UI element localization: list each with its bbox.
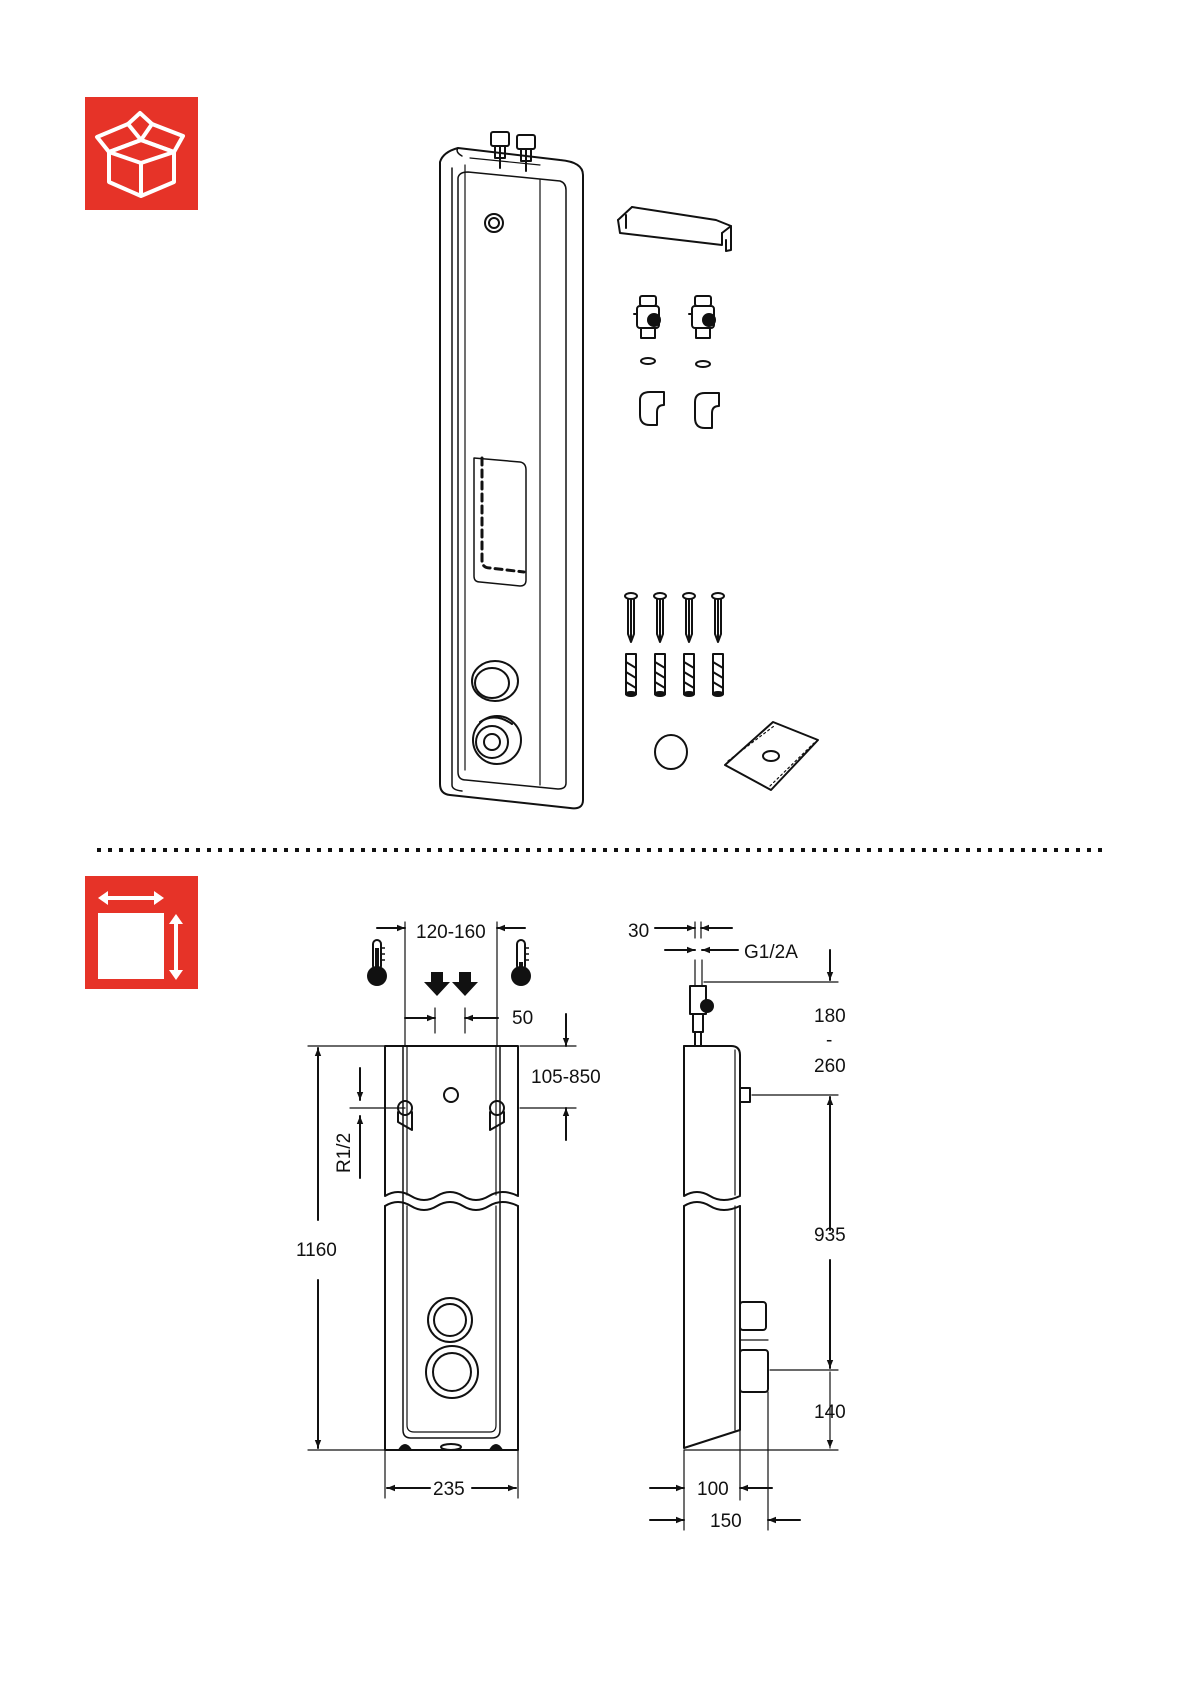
open-box-icon — [85, 97, 198, 210]
dim-upper: 935 — [814, 1225, 846, 1246]
stop-valves — [634, 296, 719, 428]
dimensions-icon — [85, 876, 198, 989]
dim-inlet-offset: 50 — [512, 1008, 533, 1029]
dim-depth: 100 — [697, 1479, 729, 1500]
cover-cap — [655, 735, 687, 769]
small-parts-bag — [725, 722, 818, 790]
dim-lower: 140 — [814, 1402, 846, 1423]
cold-water-icon — [367, 940, 387, 986]
dim-depth-total: 150 — [710, 1511, 742, 1532]
dim-width: 235 — [433, 1479, 465, 1500]
screws-and-plugs — [625, 593, 724, 696]
dim-inlet-height-range: 105-850 — [531, 1067, 601, 1088]
side-view-drawing — [650, 922, 838, 1530]
flow-direction-icon — [424, 972, 478, 996]
dim-inlet-spacing: 120-160 — [416, 922, 486, 943]
dim-valve-offset: 30 — [628, 921, 649, 942]
dim-thread-front: R1/2 — [334, 1133, 355, 1173]
dim-height-range-sep: - — [826, 1030, 832, 1051]
wall-bracket — [618, 207, 731, 251]
hot-water-icon — [511, 940, 531, 986]
front-view-drawing — [308, 922, 576, 1498]
dim-height-range-bottom: 260 — [814, 1056, 846, 1077]
shower-panel-drawing — [440, 132, 583, 808]
dim-thread-side: G1/2A — [744, 942, 798, 963]
dim-height-range-top: 180 — [814, 1006, 846, 1027]
dim-height: 1160 — [296, 1240, 337, 1261]
